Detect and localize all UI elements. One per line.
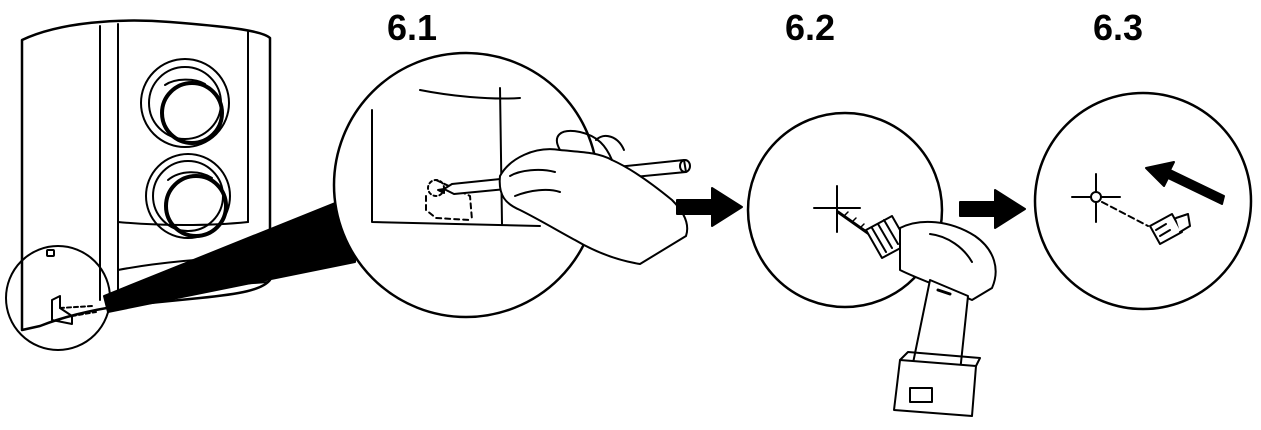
arrow-step-2 — [959, 189, 1026, 229]
lower-knob — [145, 153, 231, 239]
drill — [836, 210, 997, 417]
step-label-6-1: 6.1 — [387, 7, 438, 48]
zoom-circle-6-3 — [1033, 91, 1253, 311]
bracket-small — [51, 295, 97, 325]
upper-knob — [140, 58, 230, 148]
zoom-connector — [103, 194, 356, 313]
zoom-circle-6-2 — [746, 111, 944, 309]
step-label-6-3: 6.3 — [1093, 7, 1144, 48]
zoom-circle-6-1 — [332, 51, 691, 319]
arrow-step-1 — [676, 187, 743, 227]
appliance-unit — [20, 19, 272, 332]
step-label-6-2: 6.2 — [785, 7, 836, 48]
